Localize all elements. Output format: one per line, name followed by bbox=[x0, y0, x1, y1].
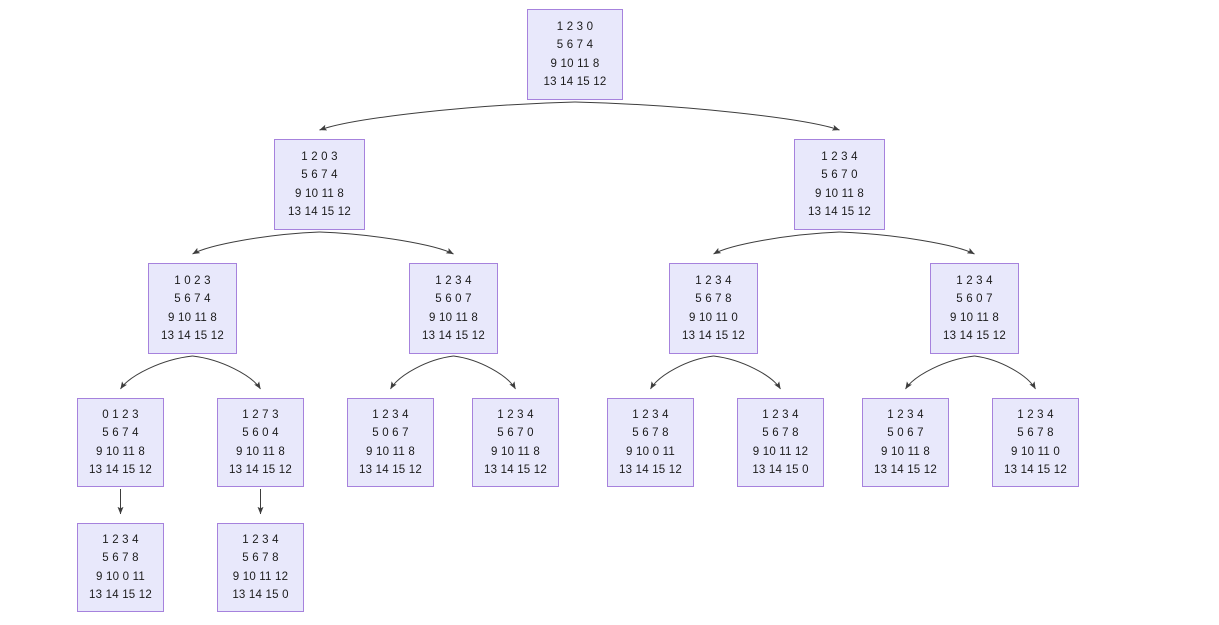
tree-node[interactable]: 1 2 0 3 5 6 7 4 9 10 11 8 13 14 15 12 bbox=[268, 137, 371, 230]
puzzle-row: 9 10 11 8 bbox=[550, 57, 600, 70]
puzzle-row: 1 2 0 3 bbox=[301, 150, 338, 163]
puzzle-row: 13 14 15 12 bbox=[484, 464, 547, 476]
tree-node[interactable]: 1 2 3 4 5 6 7 8 9 10 11 12 13 14 15 0 bbox=[731, 396, 830, 487]
puzzle-row: 13 14 15 12 bbox=[943, 330, 1006, 342]
tree-node[interactable]: 1 2 3 4 5 6 7 8 9 10 11 0 13 14 15 12 bbox=[663, 261, 764, 354]
tree-node[interactable]: 1 2 3 4 5 0 6 7 9 10 11 8 13 14 15 12 bbox=[856, 396, 955, 487]
puzzle-row: 9 10 11 12 bbox=[232, 570, 289, 583]
puzzle-row: 9 10 11 8 bbox=[491, 445, 540, 458]
puzzle-row: 1 2 3 4 bbox=[632, 408, 669, 421]
puzzle-row: 13 14 15 12 bbox=[543, 76, 607, 88]
puzzle-row: 9 10 11 8 bbox=[881, 445, 930, 458]
puzzle-row: 5 6 7 8 bbox=[242, 552, 279, 564]
puzzle-row: 1 2 3 4 bbox=[435, 274, 472, 287]
puzzle-row: 1 2 3 4 bbox=[497, 408, 534, 421]
puzzle-row: 1 2 3 4 bbox=[762, 408, 799, 421]
puzzle-row: 1 2 3 4 bbox=[242, 533, 279, 546]
tree-node[interactable]: 1 2 3 4 5 6 7 8 9 10 11 0 13 14 15 12 bbox=[986, 396, 1085, 487]
tree-node[interactable]: 1 2 3 4 5 6 7 8 9 10 11 12 13 14 15 0 bbox=[211, 521, 310, 612]
puzzle-row: 5 6 0 7 bbox=[435, 293, 472, 305]
puzzle-row: 13 14 15 0 bbox=[232, 589, 289, 601]
puzzle-row: 13 14 15 12 bbox=[1004, 464, 1067, 476]
puzzle-row: 9 10 0 11 bbox=[96, 570, 145, 583]
puzzle-row: 13 14 15 12 bbox=[682, 330, 745, 342]
puzzle-row: 9 10 11 8 bbox=[950, 311, 999, 324]
tree-edge bbox=[453, 355, 516, 390]
puzzle-row: 9 10 0 11 bbox=[626, 445, 675, 458]
puzzle-row: 5 6 7 8 bbox=[695, 293, 732, 305]
puzzle-row: 5 0 6 7 bbox=[372, 427, 409, 439]
tree-node[interactable]: 1 2 7 3 5 6 0 4 9 10 11 8 13 14 15 12 bbox=[211, 396, 310, 487]
puzzle-row: 5 6 7 0 bbox=[821, 169, 858, 181]
tree-edge bbox=[192, 355, 261, 390]
tree-node[interactable]: 1 2 3 4 5 6 7 8 9 10 0 11 13 14 15 12 bbox=[71, 521, 170, 612]
tree-node[interactable]: 1 2 3 4 5 6 7 0 9 10 11 8 13 14 15 12 bbox=[788, 137, 891, 230]
puzzle-row: 13 14 15 12 bbox=[161, 330, 224, 342]
puzzle-row: 9 10 11 8 bbox=[236, 445, 285, 458]
tree-edge bbox=[192, 231, 320, 255]
puzzle-row: 9 10 11 8 bbox=[429, 311, 478, 324]
tree-edge bbox=[319, 101, 576, 131]
puzzle-row: 5 6 7 0 bbox=[497, 427, 534, 439]
puzzle-row: 9 10 11 8 bbox=[168, 311, 217, 324]
tree-node[interactable]: 1 2 3 4 5 6 7 0 9 10 11 8 13 14 15 12 bbox=[466, 396, 565, 487]
tree-edge bbox=[120, 355, 193, 390]
tree-node[interactable]: 1 2 3 4 5 6 7 8 9 10 0 11 13 14 15 12 bbox=[601, 396, 700, 487]
puzzle-row: 13 14 15 12 bbox=[359, 464, 422, 476]
puzzle-row: 9 10 11 8 bbox=[366, 445, 415, 458]
tree-edge bbox=[390, 355, 454, 390]
tree-node[interactable]: 1 2 3 4 5 6 0 7 9 10 11 8 13 14 15 12 bbox=[924, 261, 1025, 354]
puzzle-row: 9 10 11 8 bbox=[96, 445, 145, 458]
puzzle-row: 13 14 15 12 bbox=[808, 206, 871, 218]
puzzle-row: 5 6 7 8 bbox=[1017, 427, 1054, 439]
puzzle-row: 1 2 3 4 bbox=[821, 150, 858, 163]
puzzle-row: 5 0 6 7 bbox=[887, 427, 924, 439]
puzzle-row: 13 14 15 12 bbox=[874, 464, 937, 476]
tree-edge bbox=[839, 231, 975, 255]
puzzle-row: 5 6 7 8 bbox=[102, 552, 139, 564]
puzzle-row: 1 2 3 4 bbox=[1017, 408, 1054, 421]
puzzle-row: 1 2 3 4 bbox=[956, 274, 993, 287]
puzzle-row: 5 6 7 4 bbox=[556, 39, 594, 51]
tree-edge bbox=[713, 231, 840, 255]
puzzle-row: 1 0 2 3 bbox=[174, 274, 211, 287]
puzzle-row: 5 6 7 4 bbox=[174, 293, 211, 305]
tree-edge bbox=[974, 355, 1036, 390]
puzzle-row: 1 2 3 4 bbox=[695, 274, 732, 287]
tree-node[interactable]: 1 2 3 4 5 0 6 7 9 10 11 8 13 14 15 12 bbox=[341, 396, 440, 487]
puzzle-row: 9 10 11 8 bbox=[815, 187, 864, 200]
puzzle-row: 13 14 15 12 bbox=[89, 589, 152, 601]
tree-node[interactable]: 1 2 3 0 5 6 7 4 9 10 11 8 13 14 15 12 bbox=[521, 7, 629, 100]
puzzle-row: 1 2 7 3 bbox=[242, 408, 279, 421]
puzzle-row: 5 6 7 4 bbox=[301, 169, 338, 181]
tree-edge bbox=[574, 101, 840, 131]
puzzle-row: 13 14 15 12 bbox=[422, 330, 485, 342]
tree-node[interactable]: 1 0 2 3 5 6 7 4 9 10 11 8 13 14 15 12 bbox=[142, 261, 243, 354]
puzzle-row: 9 10 11 12 bbox=[752, 445, 809, 458]
puzzle-row: 9 10 11 0 bbox=[689, 311, 738, 324]
puzzle-row: 13 14 15 12 bbox=[288, 206, 351, 218]
tree-edge bbox=[905, 355, 975, 390]
puzzle-row: 5 6 7 8 bbox=[762, 427, 799, 439]
puzzle-row: 13 14 15 12 bbox=[89, 464, 152, 476]
puzzle-row: 1 2 3 4 bbox=[102, 533, 139, 546]
puzzle-row: 5 6 0 7 bbox=[956, 293, 993, 305]
puzzle-row: 1 2 3 4 bbox=[887, 408, 924, 421]
puzzle-row: 5 6 0 4 bbox=[242, 427, 279, 439]
puzzle-row: 5 6 7 4 bbox=[102, 427, 139, 439]
tree-edge bbox=[650, 355, 714, 390]
tree-node[interactable]: 1 2 3 4 5 6 0 7 9 10 11 8 13 14 15 12 bbox=[403, 261, 504, 354]
tree-edge bbox=[319, 231, 454, 255]
puzzle-row: 13 14 15 0 bbox=[752, 464, 809, 476]
tree-edge bbox=[713, 355, 781, 390]
puzzle-row: 1 2 3 0 bbox=[556, 20, 594, 33]
puzzle-row: 9 10 11 8 bbox=[295, 187, 344, 200]
puzzle-row: 13 14 15 12 bbox=[619, 464, 682, 476]
puzzle-row: 5 6 7 8 bbox=[632, 427, 669, 439]
tree-node[interactable]: 0 1 2 3 5 6 7 4 9 10 11 8 13 14 15 12 bbox=[71, 396, 170, 487]
puzzle-row: 9 10 11 0 bbox=[1011, 445, 1060, 458]
puzzle-row: 1 2 3 4 bbox=[372, 408, 409, 421]
puzzle-row: 0 1 2 3 bbox=[102, 408, 139, 421]
puzzle-row: 13 14 15 12 bbox=[229, 464, 292, 476]
